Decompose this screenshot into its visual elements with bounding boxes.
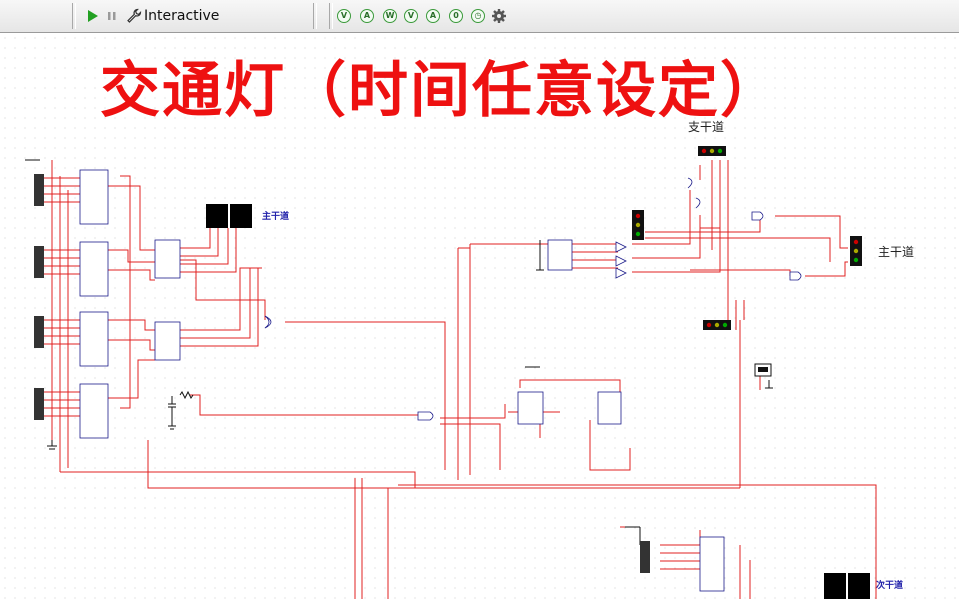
probe-av-icon[interactable]: A bbox=[426, 9, 440, 23]
clock-source bbox=[754, 363, 772, 377]
settings-button[interactable] bbox=[491, 6, 507, 26]
traffic-lights bbox=[632, 146, 862, 330]
branch-road-label: 支干道 bbox=[688, 120, 725, 134]
dip-switch-banks bbox=[34, 174, 650, 573]
toolbar-separator bbox=[329, 3, 333, 29]
ic-chips bbox=[79, 169, 725, 592]
schematic-title: 交通灯（时间任意设定） bbox=[100, 56, 782, 126]
secondary-road-display-label: 次干道 bbox=[876, 581, 904, 591]
probe-w-icon[interactable]: W bbox=[383, 9, 397, 23]
logic-gates bbox=[264, 177, 802, 421]
main-road-display-label: 主干道 bbox=[262, 212, 290, 222]
probe-clock-icon[interactable]: ◷ bbox=[471, 9, 485, 23]
probe-v-icon[interactable]: V bbox=[337, 9, 351, 23]
main-road-label-right: 主干道 bbox=[878, 245, 915, 259]
run-simulation-button[interactable] bbox=[86, 6, 100, 26]
wire-network bbox=[40, 160, 877, 599]
gear-icon bbox=[492, 9, 506, 23]
schematic-canvas[interactable] bbox=[0, 33, 959, 599]
rc-components bbox=[168, 390, 194, 412]
wrench-icon bbox=[127, 8, 142, 23]
ground-and-power-symbols bbox=[25, 159, 773, 545]
simulation-toolbar: Interactive V A W V A 0 ◷ bbox=[0, 0, 959, 33]
toolbar-separator bbox=[72, 3, 76, 29]
mode-label: Interactive bbox=[144, 8, 220, 24]
probe-dv-icon[interactable]: V bbox=[404, 9, 418, 23]
toolbar-separator bbox=[313, 3, 317, 29]
seven-segment-displays bbox=[206, 204, 870, 599]
probe-reset-icon[interactable]: 0 bbox=[449, 9, 463, 23]
pause-simulation-button[interactable] bbox=[106, 6, 118, 26]
probe-a-icon[interactable]: A bbox=[360, 9, 374, 23]
interactive-mode-button[interactable]: Interactive bbox=[126, 6, 219, 26]
play-icon bbox=[88, 10, 98, 22]
pause-icon bbox=[108, 12, 116, 20]
